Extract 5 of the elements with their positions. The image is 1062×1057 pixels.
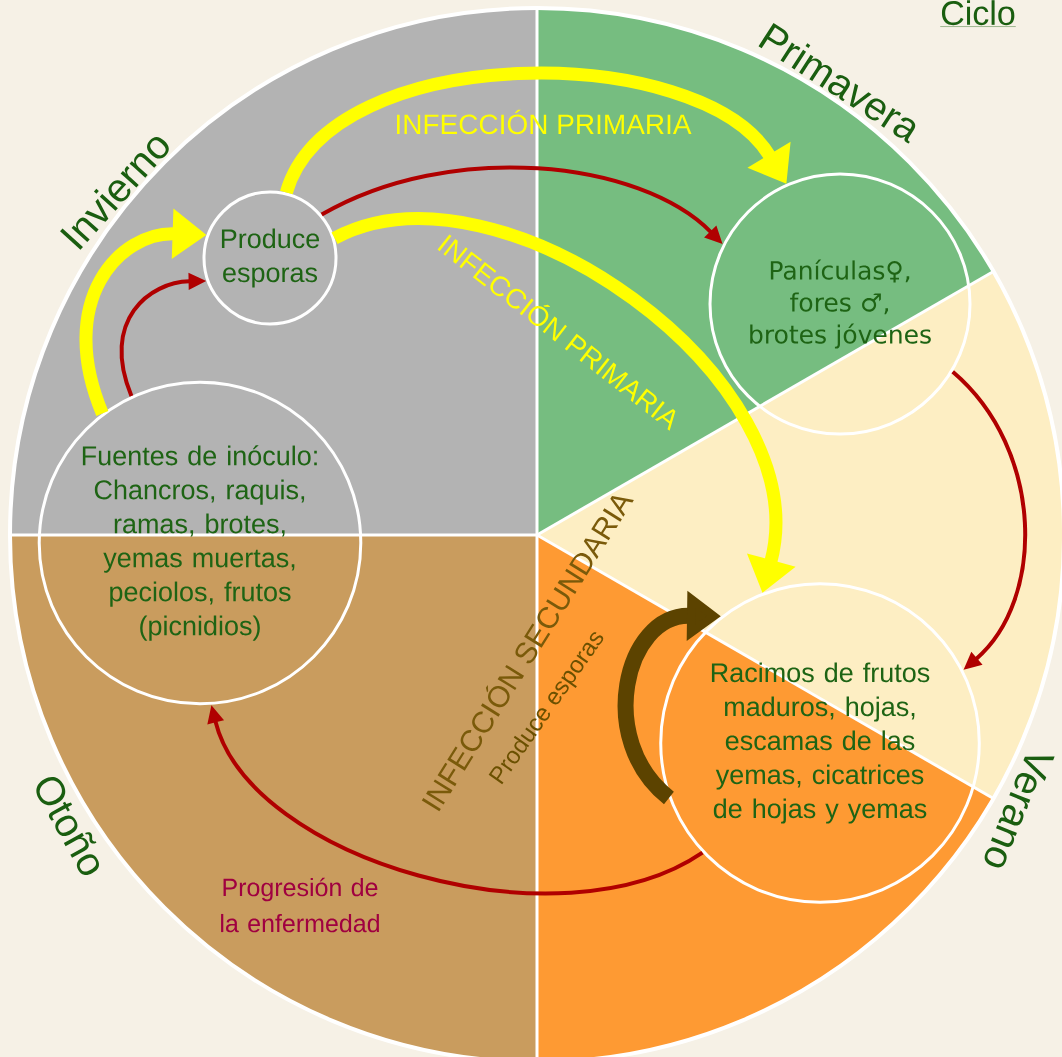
season-label: Otoño xyxy=(36,776,99,875)
edge-label: INFECCIÓN PRIMARIA xyxy=(397,109,692,135)
edge-label: Progresión de la enfermedad xyxy=(221,877,379,933)
arrow xyxy=(280,67,791,196)
title: Ciclo xyxy=(940,0,1016,27)
